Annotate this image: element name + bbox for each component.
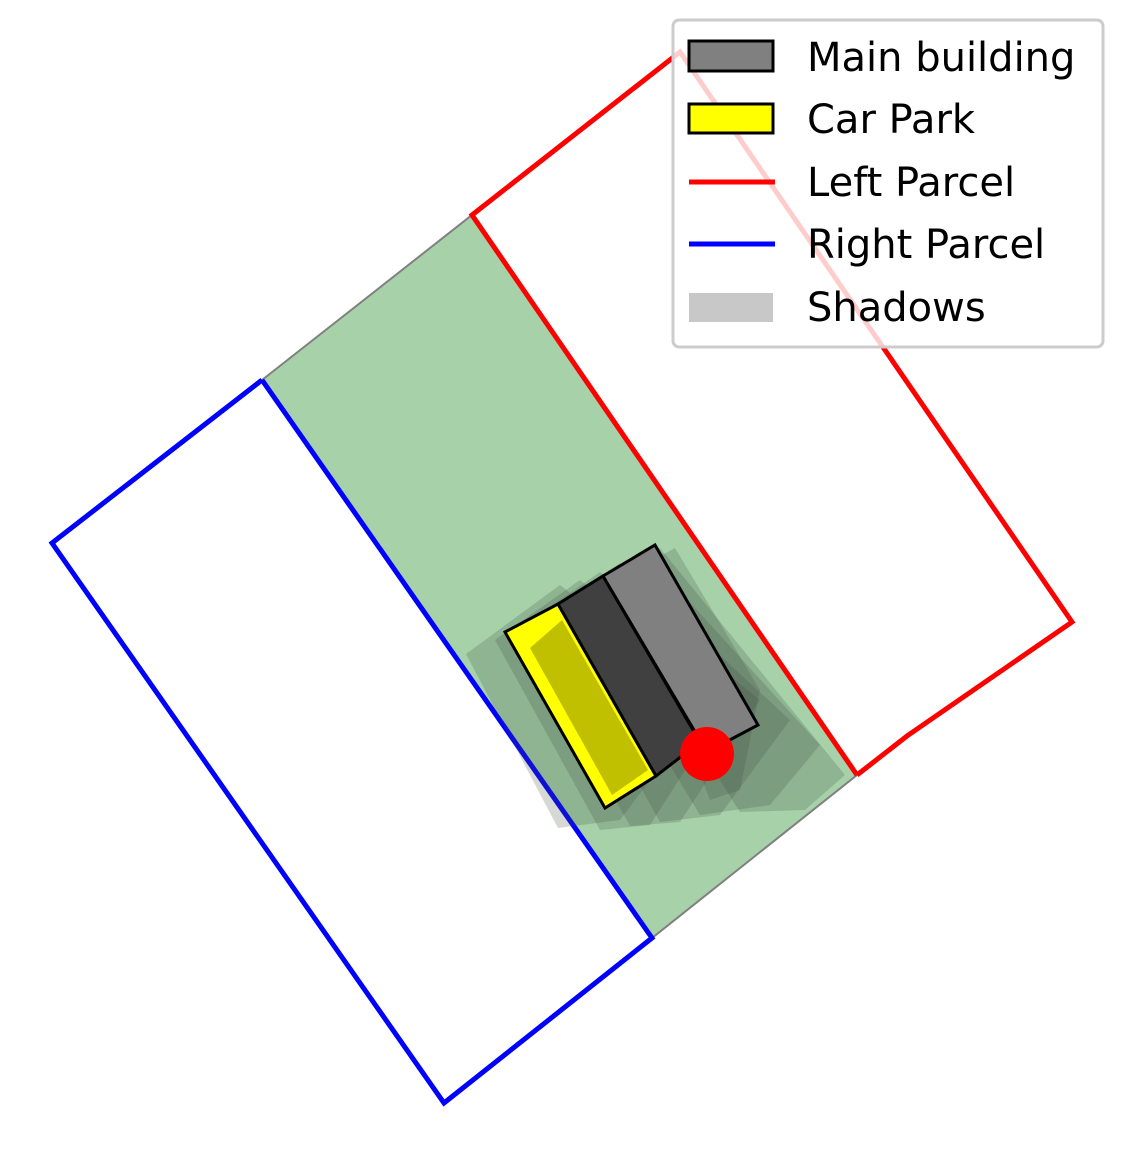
legend-frame <box>671 18 1105 349</box>
legend-car-park-label: Car Park <box>807 97 976 143</box>
right-parcel-outline <box>48 378 656 1107</box>
legend-car-park-swatch <box>687 102 775 135</box>
legend-right-parcel-label: Right Parcel <box>807 222 1045 268</box>
legend-shadows-label: Shadows <box>807 285 986 331</box>
main-building <box>600 542 761 754</box>
location-marker <box>680 727 734 781</box>
legend-left-parcel-label: Left Parcel <box>807 160 1015 206</box>
legend: Main building Car Park Left Parcel Right… <box>671 18 1105 349</box>
legend-shadows-swatch <box>689 293 773 322</box>
legend-main-building-swatch <box>687 39 775 73</box>
legend-main-building-label: Main building <box>807 35 1075 81</box>
car-park-shadow <box>530 620 648 795</box>
